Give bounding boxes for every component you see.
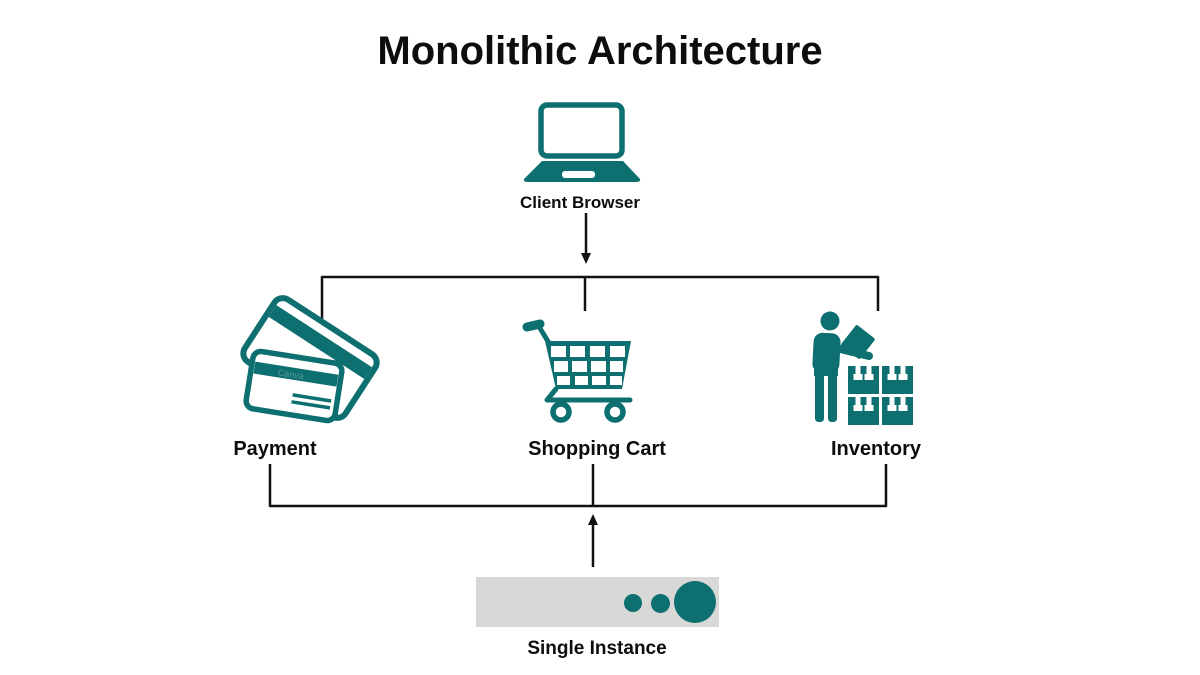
diagram-title: Monolithic Architecture (377, 29, 823, 73)
client-browser-label: Client Browser (520, 193, 640, 212)
laptop-icon (523, 102, 641, 182)
boxes (848, 366, 913, 425)
client-to-services-arrow (581, 213, 591, 264)
instance-dot-large (674, 581, 716, 623)
server-bar-icon (476, 577, 719, 627)
inventory-worker-boxes-icon (812, 311, 913, 425)
service-label-inventory: Inventory (830, 438, 922, 460)
service-label-payment: Payment (233, 438, 317, 460)
services-bus-line (320, 275, 880, 345)
service-label-shopping-cart: Shopping Cart (528, 438, 666, 460)
credit-cards-icon: Canva (240, 295, 380, 424)
instance-dot-small-1 (624, 594, 642, 612)
canva-watermark: Canva (277, 367, 304, 381)
services-join-line (268, 464, 888, 508)
instance-to-services-arrow (588, 514, 598, 567)
shopping-cart-icon (522, 319, 633, 423)
instance-dot-small-2 (651, 594, 670, 613)
single-instance-label: Single Instance (527, 638, 667, 659)
